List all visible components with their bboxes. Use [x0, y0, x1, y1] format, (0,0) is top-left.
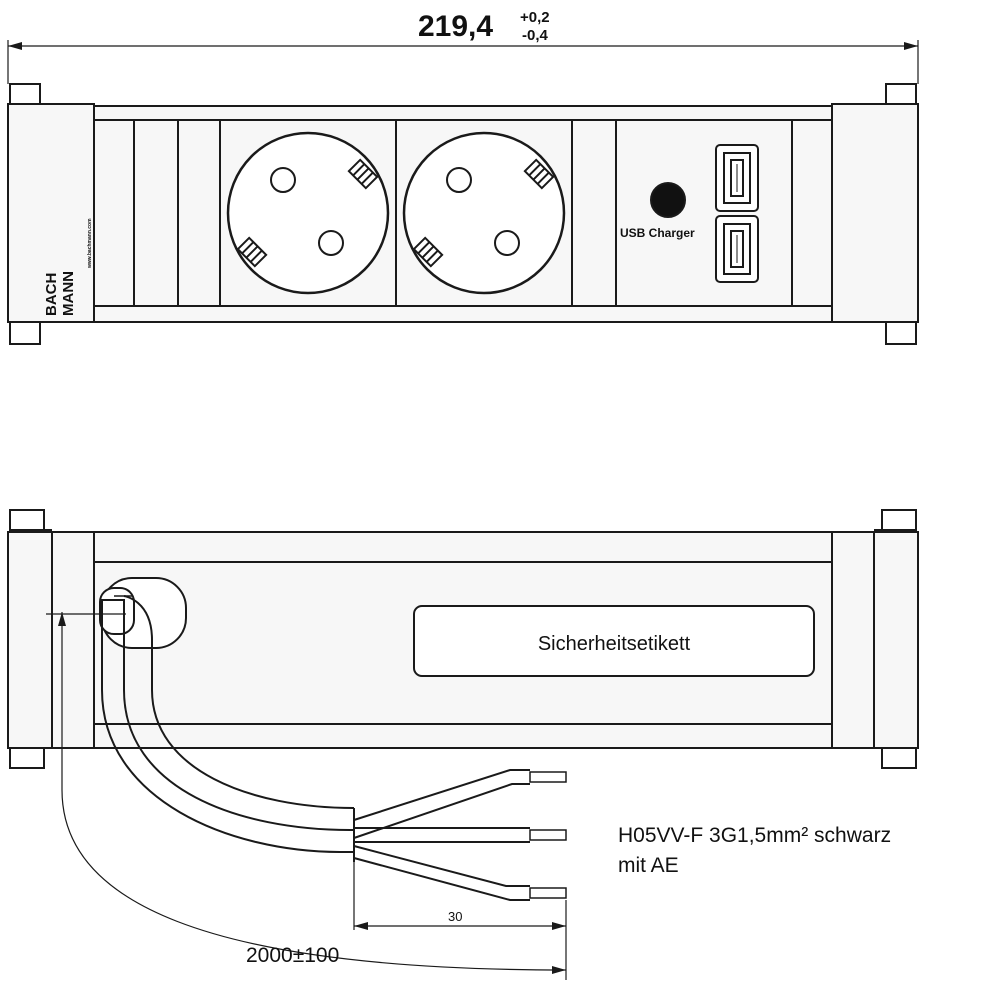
usb-charge-indicator: [650, 182, 686, 218]
brand-url: www.bachmann.com: [87, 218, 93, 269]
schuko-socket-2: [402, 131, 566, 295]
overall-width-dimension: 219,4 +0,2 -0,4: [7, 9, 919, 84]
usb-port-1: [715, 144, 759, 212]
cable-length-value: 2000±100: [246, 944, 339, 967]
usb-port-2: [715, 215, 759, 283]
schuko-socket-1: [226, 131, 390, 295]
right-end-cap: [831, 103, 919, 323]
rear-view: Sicherheitsetikett: [7, 509, 919, 769]
usb-charger-label: USB Charger: [620, 226, 695, 240]
width-value: 219,4: [418, 10, 493, 43]
width-tolerance-plus: +0,2: [520, 9, 550, 26]
width-tolerance-minus: -0,4: [522, 27, 549, 44]
power-cable: [101, 595, 567, 901]
left-end-cap: [7, 103, 95, 323]
safety-label-text: Sicherheitsetikett: [538, 633, 691, 655]
safety-label-plate: [413, 605, 815, 677]
cable-dimensions: 30 2000±100: [46, 612, 567, 980]
brand-logo: BACH MANN www.bachmann.com: [43, 218, 93, 316]
cable-spec-line-1: H05VV-F 3G1,5mm² schwarz: [618, 824, 891, 847]
cable-spec-line-2: mit AE: [618, 854, 679, 877]
strip-length-value: 30: [448, 909, 462, 924]
brand-line-1: BACH: [43, 273, 60, 316]
front-view: USB Charger BACH MANN www.bachmann.com: [7, 83, 919, 345]
brand-line-2: MANN: [60, 271, 77, 316]
